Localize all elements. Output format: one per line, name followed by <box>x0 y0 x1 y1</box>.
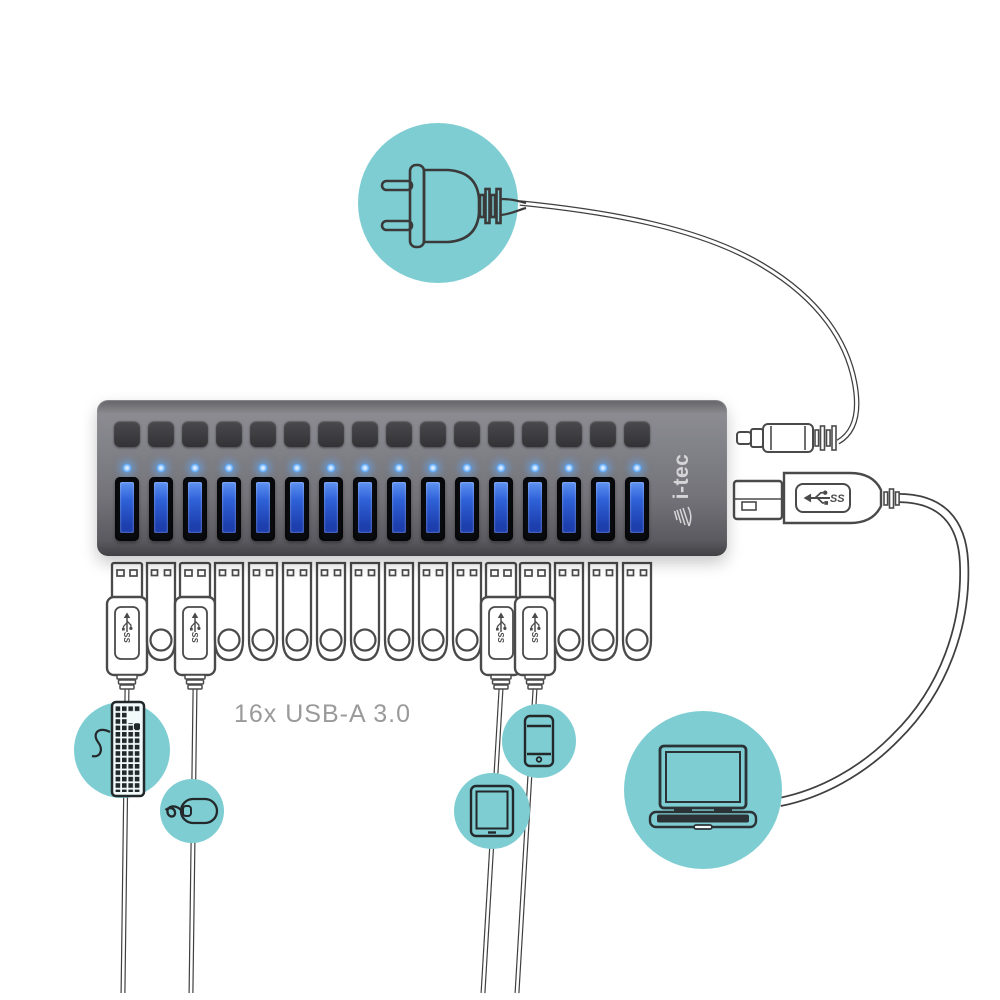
port-power-button <box>556 421 582 447</box>
brand-name: i-tec <box>670 453 693 500</box>
port-power-button <box>420 421 446 447</box>
usb-b-upstream-connector <box>732 471 900 525</box>
tablet-icon <box>469 784 515 838</box>
caption-text: 16x USB-A 3.0 <box>234 700 411 728</box>
port-led-on <box>224 463 234 473</box>
port-power-button <box>488 421 514 447</box>
usb-cable-plug <box>479 561 523 690</box>
port-power-button <box>454 421 480 447</box>
port-led-on <box>122 463 132 473</box>
usb-flash-drive <box>417 561 449 662</box>
usb-a-port <box>115 477 139 541</box>
port-led-on <box>190 463 200 473</box>
usb-a-port <box>353 477 377 541</box>
mouse-icon <box>164 797 219 825</box>
usb-a-port <box>591 477 615 541</box>
port-led-on <box>394 463 404 473</box>
usb-a-port <box>489 477 513 541</box>
usb-flash-drive <box>213 561 245 662</box>
usb-flash-drive <box>145 561 177 662</box>
usb-a-port <box>523 477 547 541</box>
usb-cable-plug <box>105 561 149 690</box>
usb-cable-plug <box>513 561 557 690</box>
port-led-on <box>428 463 438 473</box>
port-led-on <box>258 463 268 473</box>
port-power-button <box>284 421 310 447</box>
usb-a-port <box>285 477 309 541</box>
usb-flash-drive <box>621 561 653 662</box>
power-plug-circle <box>358 123 527 283</box>
tablet-circle <box>454 773 530 849</box>
port-power-button <box>250 421 276 447</box>
keyboard-icon <box>91 700 146 798</box>
smartphone-icon <box>523 714 555 768</box>
usb-a-port <box>251 477 275 541</box>
port-power-button <box>182 421 208 447</box>
usb-hub-device <box>97 400 727 556</box>
usb-a-port <box>217 477 241 541</box>
usb-cable-plug <box>173 561 217 690</box>
power-plug-icon <box>380 163 527 249</box>
usb-a-port <box>557 477 581 541</box>
usb-flash-drive <box>587 561 619 662</box>
port-led-on <box>496 463 506 473</box>
port-power-button <box>318 421 344 447</box>
usb-flash-drive <box>281 561 313 662</box>
usb-a-port <box>183 477 207 541</box>
laptop-icon <box>648 744 758 830</box>
port-power-button <box>386 421 412 447</box>
port-led-on <box>292 463 302 473</box>
mouse-circle <box>160 779 224 843</box>
port-led-on <box>156 463 166 473</box>
port-led-on <box>632 463 642 473</box>
usb-a-port <box>455 477 479 541</box>
usb-a-port <box>387 477 411 541</box>
port-power-button <box>148 421 174 447</box>
laptop-circle <box>624 711 782 869</box>
port-led-on <box>598 463 608 473</box>
brand-logo: i-tec <box>669 431 695 551</box>
port-led-on <box>564 463 574 473</box>
port-power-button <box>624 421 650 447</box>
port-power-button <box>352 421 378 447</box>
usb-a-port <box>421 477 445 541</box>
port-led-on <box>326 463 336 473</box>
itec-wing-icon <box>673 506 692 527</box>
usb-flash-drive <box>451 561 483 662</box>
smartphone-circle <box>502 704 576 778</box>
usb-flash-drive <box>553 561 585 662</box>
usb-flash-drive <box>315 561 347 662</box>
keyboard-circle <box>74 700 170 798</box>
dc-power-connector <box>736 423 837 453</box>
port-led-on <box>462 463 472 473</box>
usb-a-port <box>319 477 343 541</box>
port-power-button <box>522 421 548 447</box>
usb-flash-drive <box>247 561 279 662</box>
usb-a-port <box>625 477 649 541</box>
usb-a-port <box>149 477 173 541</box>
usb-flash-drive <box>349 561 381 662</box>
usb-flash-drive <box>383 561 415 662</box>
port-power-button <box>590 421 616 447</box>
port-led-on <box>360 463 370 473</box>
port-led-on <box>530 463 540 473</box>
port-power-button <box>216 421 242 447</box>
port-power-button <box>114 421 140 447</box>
